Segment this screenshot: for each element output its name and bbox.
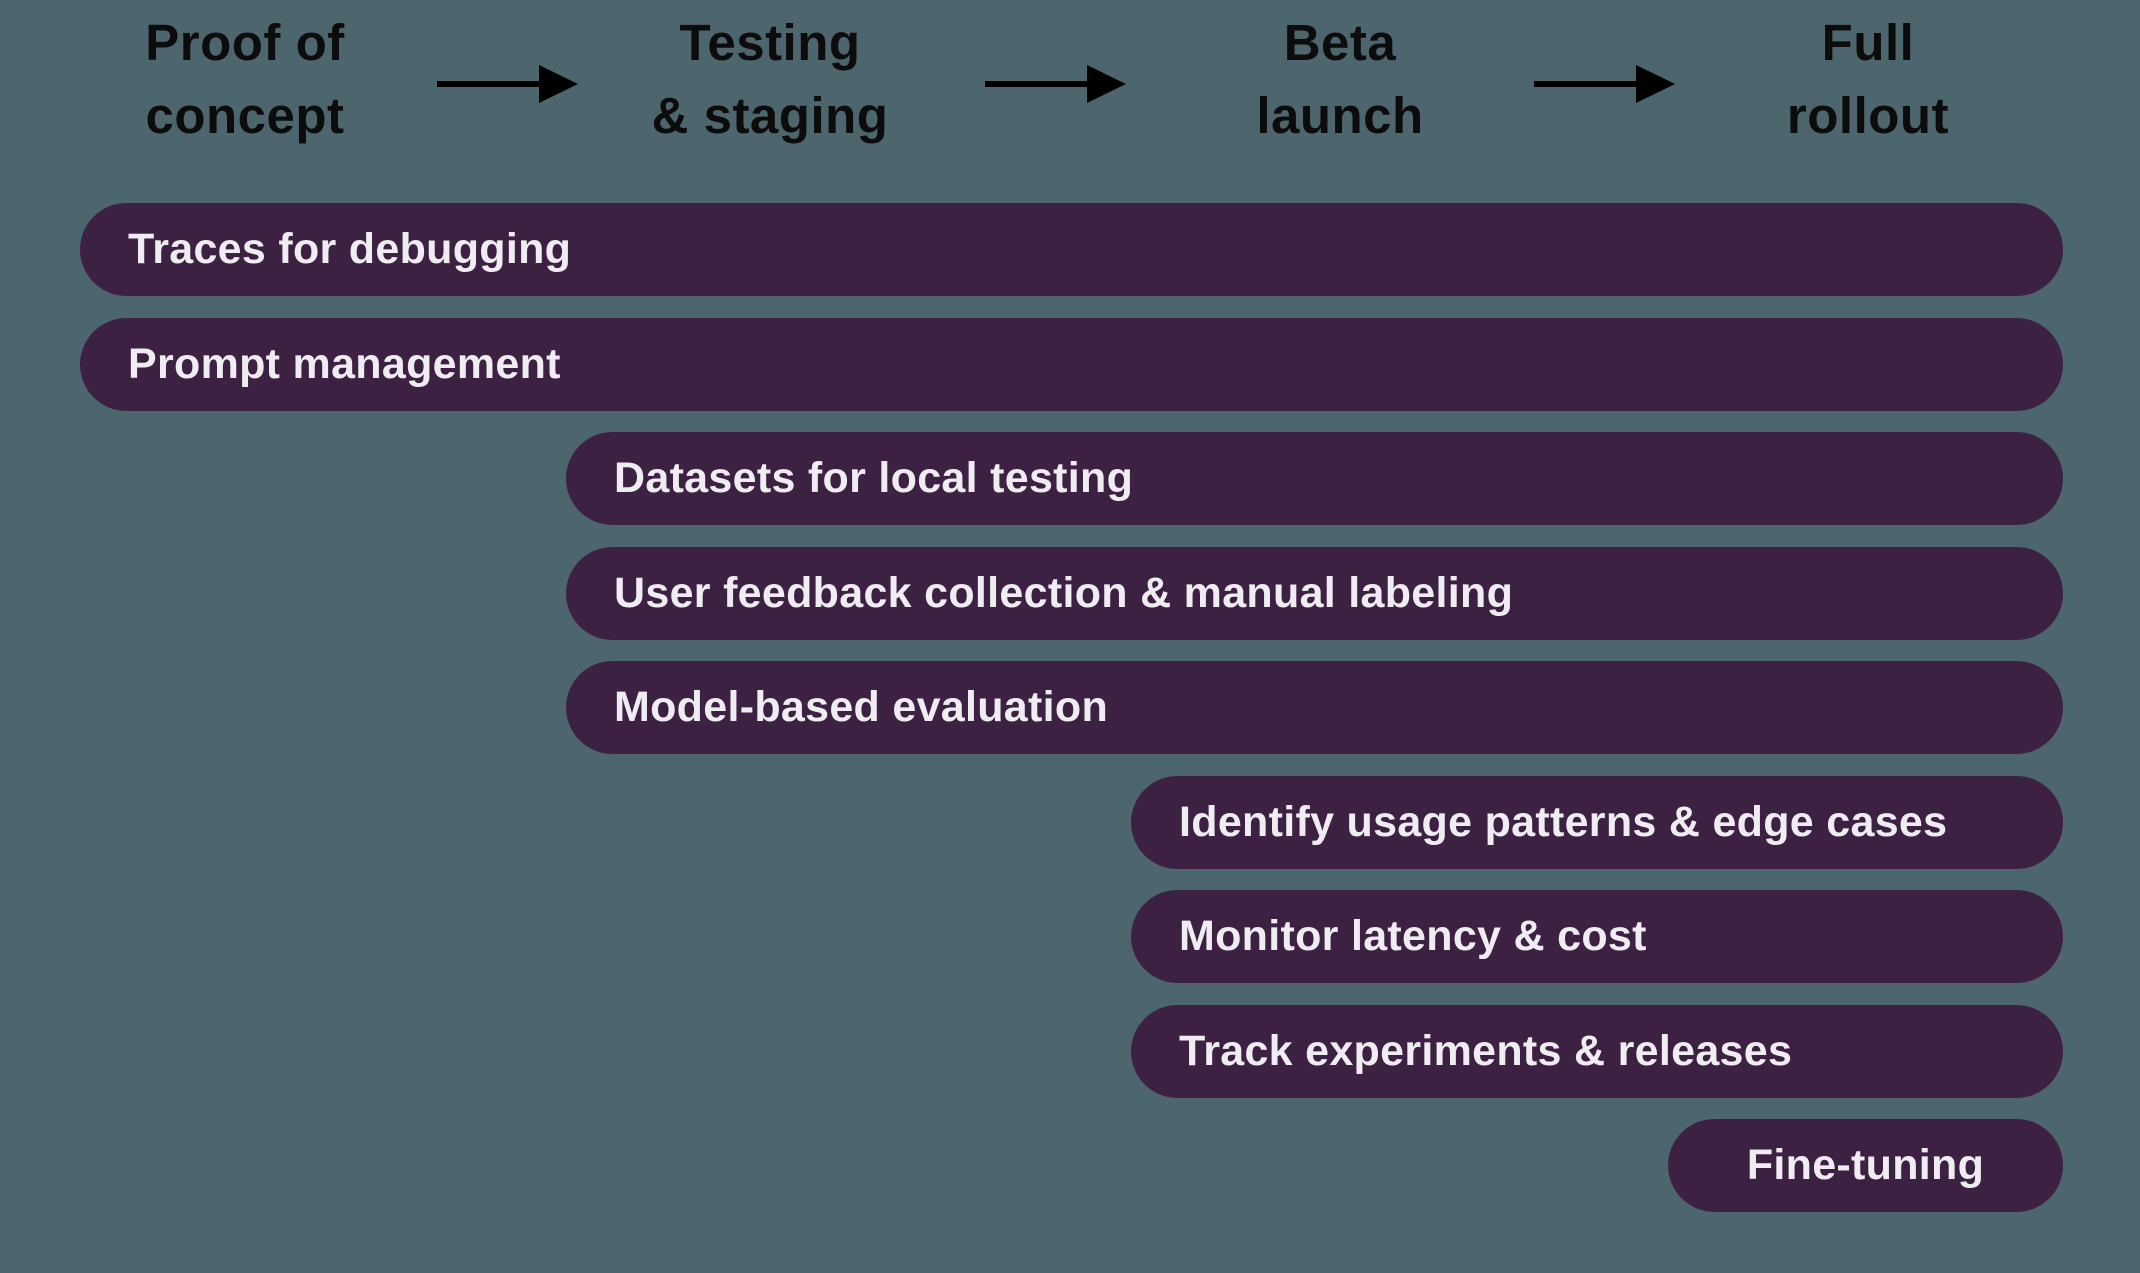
timeline-bar: Fine-tuning: [1668, 1119, 2063, 1212]
timeline-bar: Datasets for local testing: [566, 432, 2063, 525]
arrow-right-icon: [437, 65, 578, 103]
timeline-bar-label: Fine-tuning: [1746, 1141, 1985, 1189]
timeline-bar: Monitor latency & cost: [1131, 890, 2063, 983]
timeline-bar-label: Datasets for local testing: [614, 454, 1134, 502]
stage-testing-staging: Testing & staging: [651, 14, 889, 144]
timeline-bar: Model-based evaluation: [566, 661, 2063, 754]
timeline-bar-label: Model-based evaluation: [614, 683, 1109, 731]
timeline-bar-label: Track experiments & releases: [1179, 1026, 1793, 1075]
stage-beta-launch: Beta launch: [1256, 14, 1424, 144]
timeline-bar: Traces for debugging: [80, 203, 2063, 296]
timeline-bar: Identify usage patterns & edge cases: [1131, 775, 2063, 869]
timeline-bar-label: Identify usage patterns & edge cases: [1179, 797, 1948, 846]
stage-full-rollout: Full rollout: [1786, 14, 1950, 144]
arrow-right-icon: [985, 65, 1126, 103]
stage-proof-of-concept: Proof of concept: [145, 14, 345, 144]
timeline-bar-label: User feedback collection & manual labeli…: [614, 568, 1514, 617]
arrow-right-icon: [1534, 65, 1675, 103]
timeline-bar: Track experiments & releases: [1131, 1004, 2063, 1098]
timeline-bar-label: Monitor latency & cost: [1179, 912, 1647, 960]
timeline-bar-label: Traces for debugging: [128, 225, 572, 273]
timeline-bar-label: Prompt management: [128, 339, 561, 388]
timeline-bar: Prompt management: [80, 317, 2063, 411]
timeline-bar: User feedback collection & manual labeli…: [566, 546, 2063, 640]
